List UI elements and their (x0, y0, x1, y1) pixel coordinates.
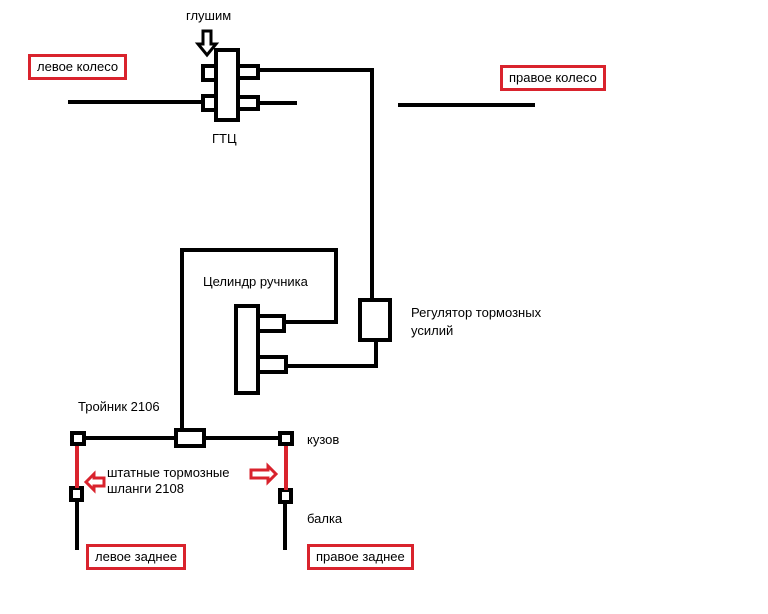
rear-brake-hoses (75, 446, 288, 490)
handbrake-cylinder (234, 304, 288, 395)
left-wheel-label: левое колесо (28, 54, 128, 80)
plug-label: глушим (186, 8, 232, 23)
right-wheel-label: правое колесо (500, 65, 606, 91)
tee-label: Тройник 2106 (78, 399, 160, 414)
plug-arrow-icon (194, 29, 220, 58)
handbrake-cylinder-label: Целиндр ручника (203, 274, 308, 289)
regulator-label: Регулятор тормозных усилий (411, 305, 542, 338)
hoses-label: штатные тормозные шланги 2108 (107, 465, 230, 496)
front-brake-lines (68, 68, 535, 302)
hose-arrow-left-icon (83, 470, 106, 494)
tee-fitting (174, 428, 206, 448)
right-rear-label: правое заднее (307, 544, 414, 570)
left-rear-label: левое заднее (86, 544, 187, 570)
brake-force-regulator (358, 298, 392, 342)
hose-arrow-right-icon (249, 462, 279, 486)
body-label: кузов (307, 432, 340, 447)
master-cylinder-label: ГТЦ (212, 131, 237, 146)
rear-brake-lines (75, 248, 378, 550)
master-cylinder (201, 48, 260, 122)
axle-label: балка (307, 511, 343, 526)
